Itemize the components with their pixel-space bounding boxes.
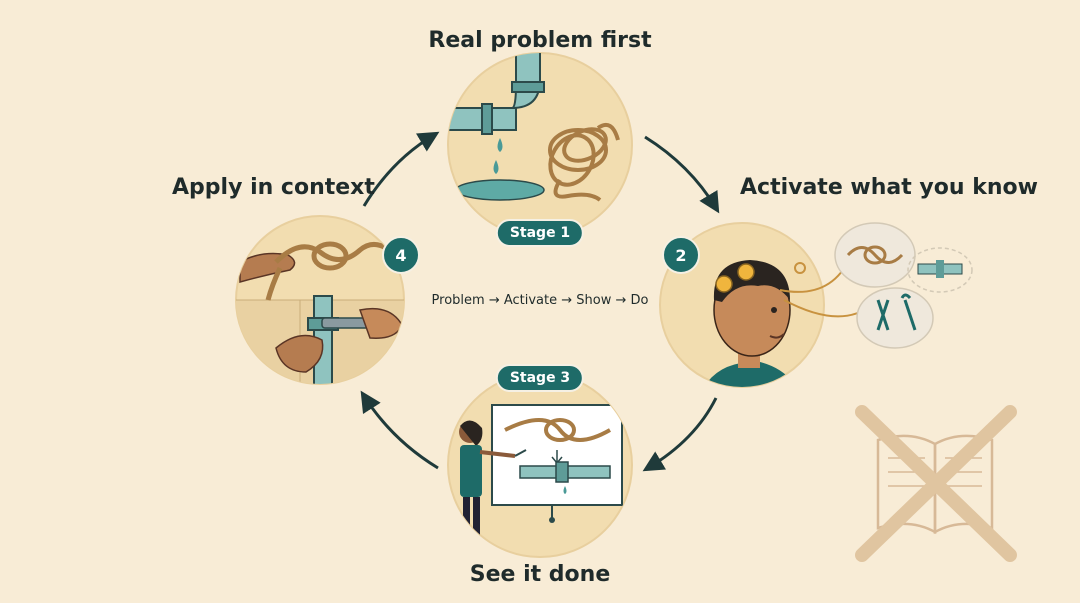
stage-3-illustration (447, 372, 633, 558)
leaking-pipe-icon (448, 53, 545, 135)
arrow-1-to-2 (644, 135, 720, 214)
thought-bubble-icon (834, 222, 973, 349)
stage-1-illustration (447, 52, 633, 238)
stage-4-number-badge: 4 (382, 236, 420, 274)
cycle-arrows (360, 131, 720, 472)
person-head-icon (700, 260, 800, 387)
stage-3-tag: Stage 3 (495, 364, 585, 392)
knot-diagram-icon (504, 418, 611, 442)
arrow-3-to-4 (360, 390, 439, 470)
stage-2-title: Activate what you know (740, 175, 1038, 200)
stage-2-number-badge: 2 (662, 236, 700, 274)
pipe-icon (917, 260, 963, 278)
wrench-icon (900, 293, 917, 331)
presenter-icon (459, 420, 527, 537)
lightbulb-icon (715, 263, 755, 293)
crossed-out-book-icon (855, 405, 1017, 562)
hands-with-wrench-icon (275, 307, 403, 373)
knot-icon (846, 245, 904, 265)
stage-4-illustration (235, 215, 405, 385)
stage-1-tag: Stage 1 (495, 219, 585, 247)
tangled-rope-icon (548, 123, 620, 202)
stage-3-title: See it done (469, 562, 611, 587)
cycle-sequence-caption: Problem → Activate → Show → Do (431, 293, 649, 308)
stage-1-title: Real problem first (428, 28, 652, 53)
pliers-icon (876, 299, 890, 331)
pipe-diagram-icon (519, 461, 611, 494)
stage-4-title: Apply in context (172, 175, 375, 200)
hands-tying-knot-icon (239, 241, 388, 301)
arrow-4-to-1 (362, 131, 440, 207)
stage-2-illustration (659, 222, 973, 388)
arrow-2-to-3 (642, 397, 718, 472)
